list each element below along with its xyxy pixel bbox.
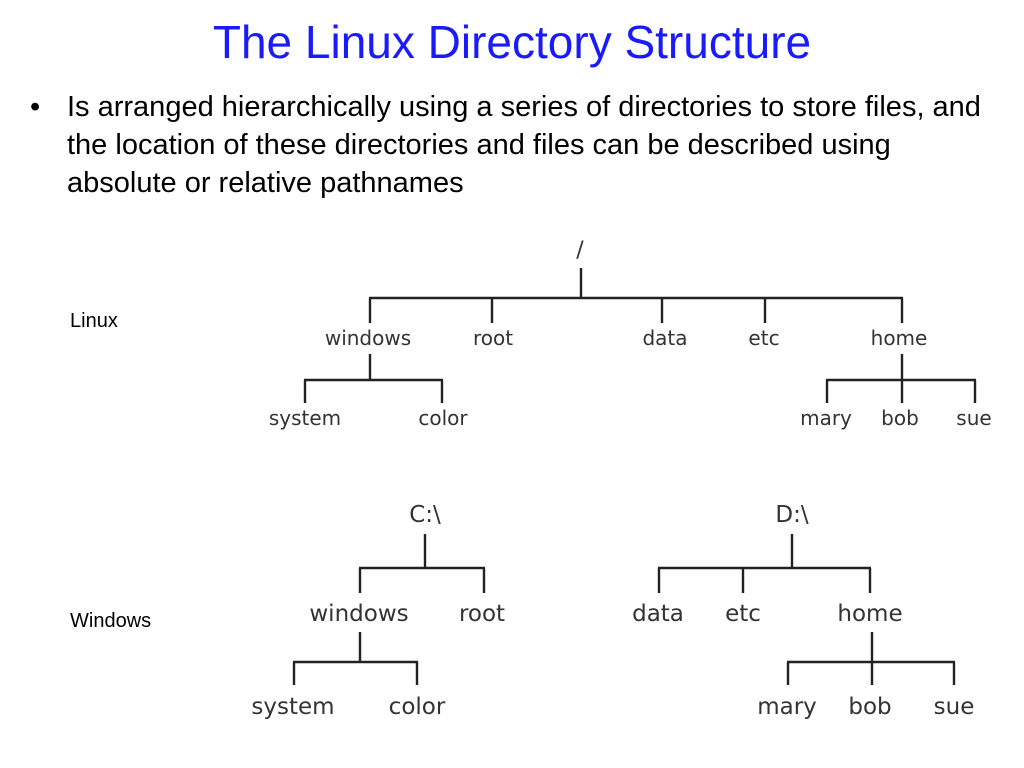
bullet-text: Is arranged hierarchically using a serie… <box>67 91 981 199</box>
windows-label: Windows <box>70 610 152 632</box>
linux-node-sue: sue <box>956 406 991 430</box>
linux-node-etc: etc <box>748 326 779 350</box>
windows-c-node-root: root <box>459 601 505 627</box>
linux-node-color: color <box>418 406 468 430</box>
linux-node-home: home <box>871 326 928 350</box>
slide-title: The Linux Directory Structure <box>212 16 812 68</box>
linux-node-mary: mary <box>800 406 852 430</box>
windows-c-tree: C:\ windows root system color <box>251 502 505 720</box>
linux-node-root: root <box>473 326 513 350</box>
windows-d-node-data: data <box>632 601 684 627</box>
windows-d-node-sue: sue <box>934 694 975 720</box>
windows-c-node-windows: windows <box>309 601 408 627</box>
windows-d-tree: D:\ data etc home mary bob sue <box>632 502 974 720</box>
linux-tree: / windows root data etc home system colo… <box>269 238 992 430</box>
windows-d-node-home: home <box>837 601 902 627</box>
windows-c-root-node: C:\ <box>409 502 441 528</box>
linux-label: Linux <box>70 310 118 332</box>
linux-node-bob: bob <box>881 406 919 430</box>
linux-node-system: system <box>269 406 341 430</box>
windows-d-node-mary: mary <box>757 694 817 720</box>
windows-d-node-bob: bob <box>848 694 891 720</box>
windows-d-root-node: D:\ <box>775 502 808 528</box>
linux-node-data: data <box>642 326 687 350</box>
windows-c-node-system: system <box>251 694 334 720</box>
windows-c-node-color: color <box>389 694 446 720</box>
linux-root-node: / <box>576 238 584 263</box>
linux-node-windows: windows <box>325 326 411 350</box>
bullet-marker: • <box>30 91 41 123</box>
windows-d-node-etc: etc <box>725 601 761 627</box>
